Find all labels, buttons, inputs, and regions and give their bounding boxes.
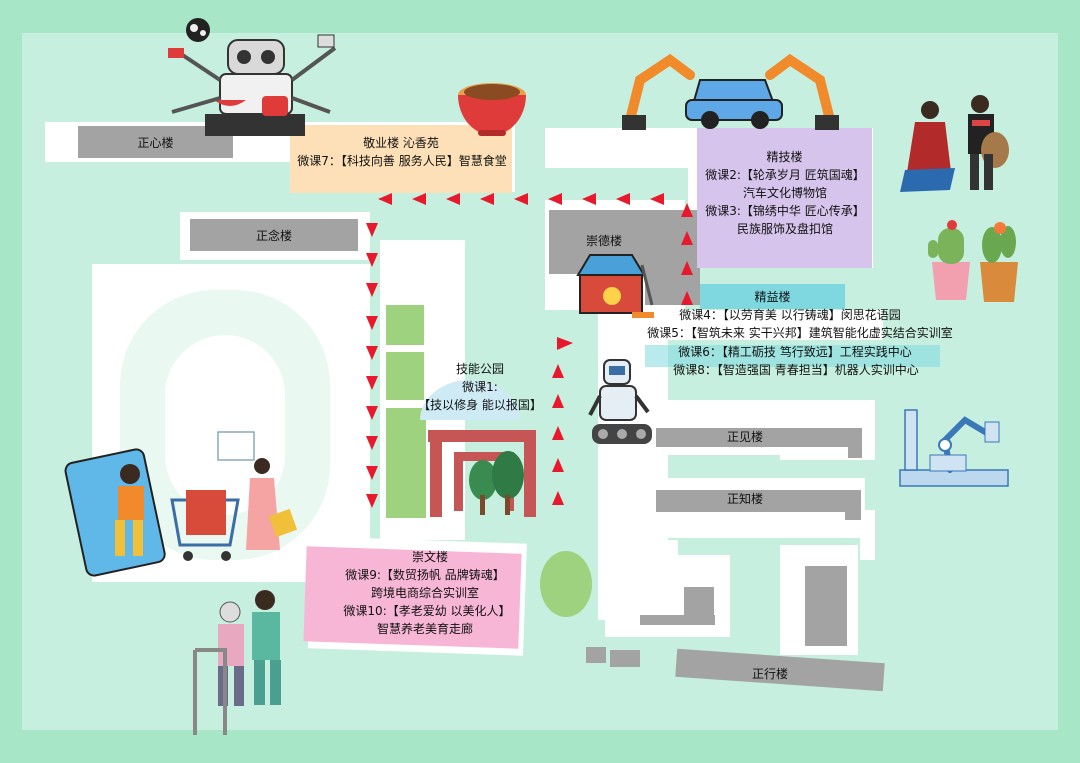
zone-jingyi-title: 精益楼 — [754, 290, 791, 304]
robot-icon — [588, 359, 652, 444]
building-zhengxin: 正心楼 — [137, 136, 174, 150]
route-arrows — [366, 193, 693, 508]
zone-jingji-line: 民族服饰及盘扣馆 — [736, 222, 833, 236]
green-lawn — [540, 551, 592, 617]
zone-jingji-line: 汽车文化博物馆 — [742, 186, 827, 200]
zone-chongwen-line: 智慧养老美育走廊 — [376, 622, 473, 636]
building-chongde: 崇德楼 — [585, 234, 622, 248]
building-zhengjian: 正见楼 — [726, 430, 763, 444]
zone-park-line: 【技以修身 能以报国】 — [418, 398, 542, 412]
elderly-care-icon — [193, 590, 281, 735]
zone-chongwen-line: 微课9:【数贸扬帆 品牌铸魂】 — [345, 568, 505, 582]
zone-jingye — [290, 125, 512, 193]
building-zhengxing: 正行楼 — [751, 667, 788, 681]
zone-park-line: 微课1: — [462, 380, 498, 394]
robot-arm-lab-icon — [899, 409, 1009, 487]
zone-chongwen-title: 崇文楼 — [411, 550, 448, 564]
zone-jingji-line: 微课2:【轮承岁月 匠筑国魂】 — [705, 168, 865, 182]
zone-chongwen-line: 跨境电商综合实训室 — [370, 586, 479, 600]
building-zhengnian: 正念楼 — [255, 229, 292, 243]
zone-jingyi-row — [645, 345, 940, 367]
gray-buildings — [78, 126, 885, 692]
zone-jingyi-line: 微课4：【以劳育美 以行铸魂】闵思花语园 — [679, 308, 901, 322]
zone-jingyi-line: 微课6：【精工砺技 笃行致远】工程实践中心 — [678, 345, 912, 359]
zone-park-title: 技能公园 — [455, 362, 504, 376]
running-track — [120, 290, 330, 560]
chef-robot-icon — [168, 18, 337, 136]
ethnic-dancers-icon — [900, 95, 1009, 192]
toolbox-icon — [576, 254, 654, 318]
zone-jingyi-line: 微课8：【智造强国 青春担当】机器人实训中心 — [673, 363, 919, 377]
zone-jingyi-line: 微课5：【智筑未来 实干兴邦】建筑智能化虚实结合实训室 — [647, 326, 953, 340]
zone-jingji-line: 微课3:【锦绣中华 匠心传承】 — [705, 204, 865, 218]
zone-jingye-title: 敬业楼 沁香苑 — [363, 136, 439, 150]
zone-jingji-title: 精技楼 — [766, 150, 803, 164]
zone-chongwen — [303, 546, 522, 649]
car-assembly-icon — [622, 53, 839, 130]
potted-cactus-icon — [928, 220, 1018, 302]
zone-chongwen-line: 微课10:【孝老爱幼 以美化人】 — [343, 604, 511, 618]
park-gate-icon — [420, 380, 536, 517]
noodle-bowl-icon — [458, 83, 526, 136]
zone-jingji — [697, 128, 872, 268]
zone-jingye-course: 微课7：【科技向善 服务人民】智慧食堂 — [297, 154, 507, 168]
zone-jingyi-header — [700, 284, 845, 309]
green-blocks — [386, 305, 426, 518]
online-shopping-icon — [64, 431, 298, 577]
building-zhengzhi: 正知楼 — [726, 492, 763, 506]
